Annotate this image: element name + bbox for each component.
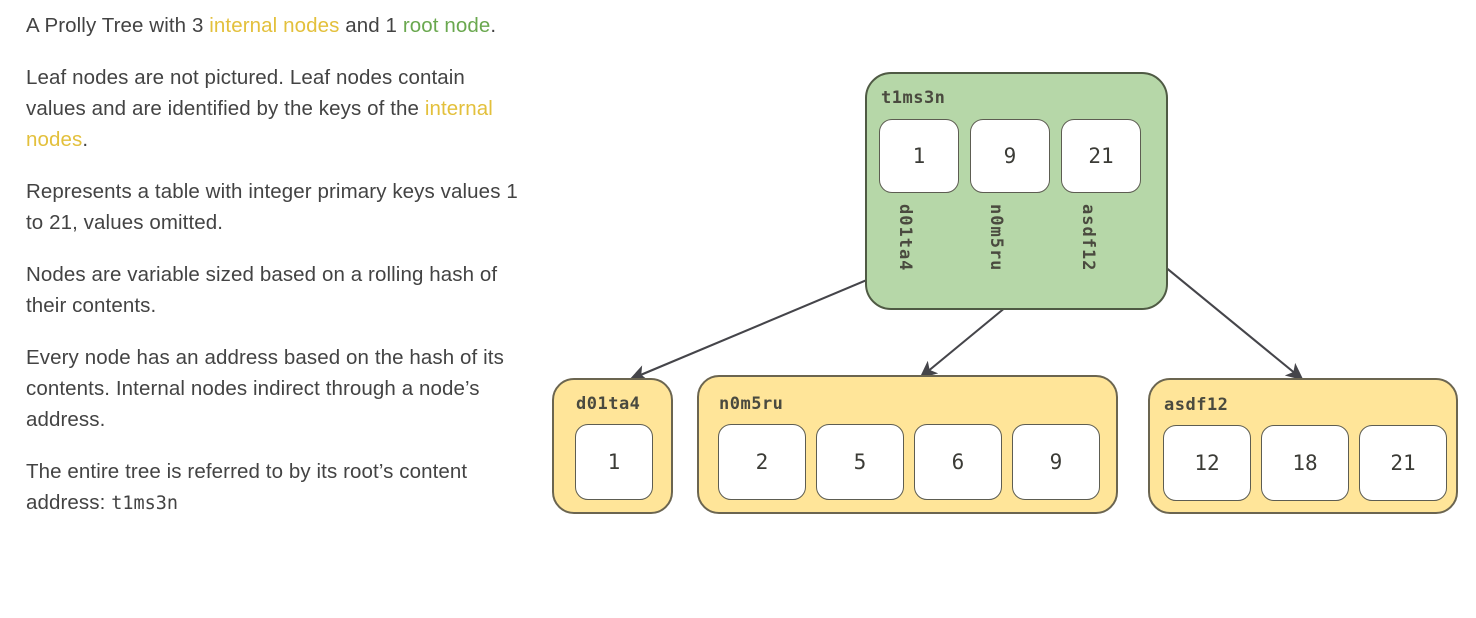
key-cell[interactable]: 9 bbox=[1012, 424, 1100, 500]
node-address-label: d01ta4 bbox=[576, 394, 641, 414]
p1-text-b: and 1 bbox=[339, 14, 403, 37]
root-node[interactable]: t1ms3n 1 9 21 d01ta4 n0m5ru asdf12 bbox=[865, 72, 1168, 310]
node-address-label: n0m5ru bbox=[719, 394, 784, 414]
node-key-cells: 1 bbox=[575, 424, 653, 500]
p1-root-node-highlight: root node bbox=[402, 14, 491, 37]
paragraph-4: Nodes are variable sized based on a roll… bbox=[26, 263, 498, 317]
root-key-cell[interactable]: 9 bbox=[970, 119, 1050, 193]
root-key-cell[interactable]: 1 bbox=[879, 119, 959, 193]
key-cell[interactable]: 12 bbox=[1163, 425, 1251, 501]
node-key-cells: 2 5 6 9 bbox=[718, 424, 1100, 500]
root-pointer-label-asdf12: asdf12 bbox=[1078, 204, 1098, 272]
paragraph-1: A Prolly Tree with 3 internal nodes and … bbox=[26, 10, 526, 41]
key-cell[interactable]: 1 bbox=[575, 424, 653, 500]
key-cell[interactable]: 18 bbox=[1261, 425, 1349, 501]
root-pointer-label-d01ta4: d01ta4 bbox=[895, 204, 915, 272]
internal-node-d01ta4[interactable]: d01ta4 1 bbox=[552, 378, 673, 514]
key-cell[interactable]: 2 bbox=[718, 424, 806, 500]
edge-root-to-d01ta4 bbox=[629, 268, 894, 381]
p2-text-a: Leaf nodes are not pictured. Leaf nodes … bbox=[26, 66, 465, 120]
root-pointer-label-n0m5ru: n0m5ru bbox=[986, 204, 1006, 272]
paragraph-6: The entire tree is referred to by its ro… bbox=[26, 456, 526, 519]
p1-text-a: A Prolly Tree with 3 bbox=[26, 14, 210, 37]
explanatory-text: A Prolly Tree with 3 internal nodes and … bbox=[26, 10, 526, 519]
root-node-address-label: t1ms3n bbox=[881, 88, 946, 108]
p2-text-b: . bbox=[82, 128, 89, 151]
internal-node-n0m5ru[interactable]: n0m5ru 2 5 6 9 bbox=[697, 375, 1118, 514]
node-address-label: asdf12 bbox=[1164, 395, 1229, 415]
key-cell[interactable]: 21 bbox=[1359, 425, 1447, 501]
p1-text-c: . bbox=[490, 14, 497, 37]
root-content-address: t1ms3n bbox=[111, 493, 179, 514]
p1-internal-nodes-highlight: internal nodes bbox=[209, 14, 340, 37]
p6-text-a: The entire tree is referred to by its ro… bbox=[26, 460, 468, 514]
node-key-cells: 12 18 21 bbox=[1163, 425, 1447, 501]
paragraph-3: Represents a table with integer primary … bbox=[26, 180, 518, 234]
paragraph-2: Leaf nodes are not pictured. Leaf nodes … bbox=[26, 62, 526, 155]
edge-root-to-n0m5ru bbox=[919, 301, 1013, 379]
paragraph-5: Every node has an address based on the h… bbox=[26, 346, 504, 431]
root-node-key-cells: 1 9 21 bbox=[879, 119, 1141, 193]
internal-node-asdf12[interactable]: asdf12 12 18 21 bbox=[1148, 378, 1458, 514]
p2-internal-nodes-highlight: internal nodes bbox=[26, 97, 493, 151]
root-key-cell[interactable]: 21 bbox=[1061, 119, 1141, 193]
key-cell[interactable]: 6 bbox=[914, 424, 1002, 500]
key-cell[interactable]: 5 bbox=[816, 424, 904, 500]
